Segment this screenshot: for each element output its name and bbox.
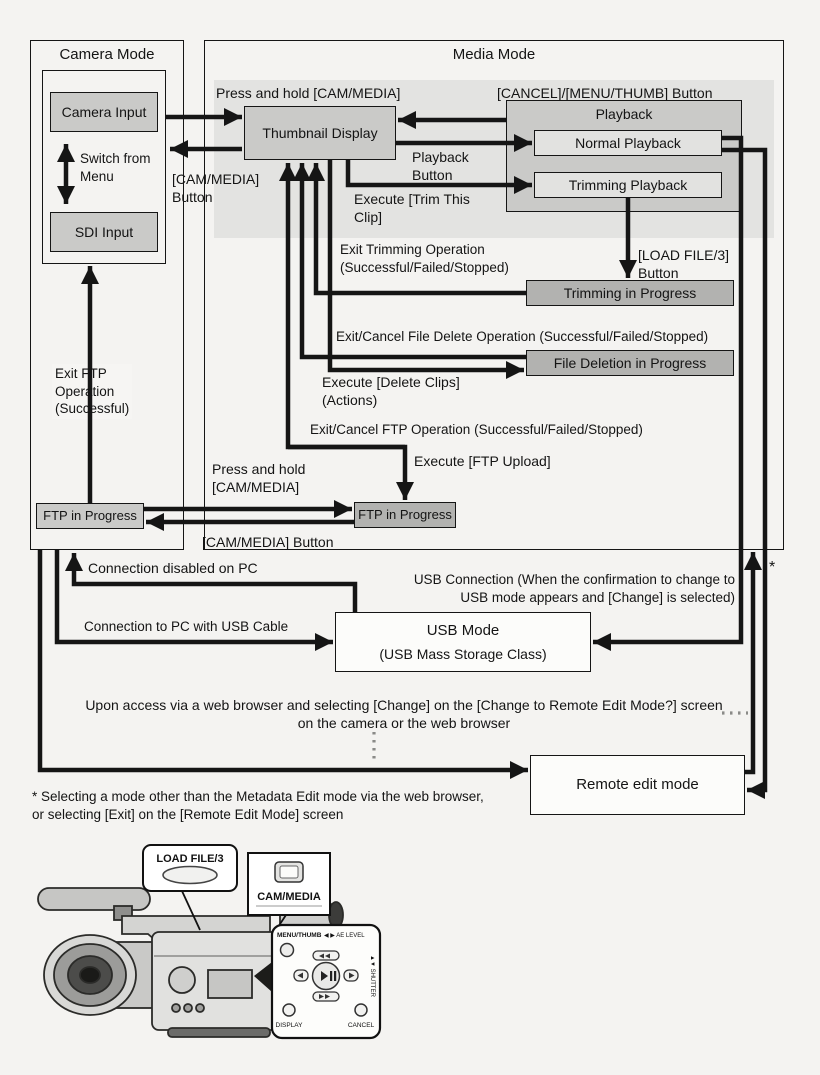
execute-trim-label: Execute [Trim This Clip] bbox=[354, 191, 470, 226]
cam-media-button-left-label: [CAM/MEDIA] Button bbox=[172, 171, 260, 206]
cam-media-button-icon bbox=[274, 861, 304, 883]
remote-edit-mode-node: Remote edit mode bbox=[530, 755, 745, 815]
skip-forward-button-icon bbox=[312, 991, 340, 1002]
camera-mode-inner-box bbox=[42, 70, 166, 264]
load-file-button-label: [LOAD FILE/3] Button bbox=[638, 247, 730, 282]
press-and-hold-top-label: Press and hold [CAM/MEDIA] bbox=[216, 85, 401, 101]
load-file-callout: LOAD FILE/3 bbox=[142, 844, 238, 931]
load-file-button-icon bbox=[162, 865, 218, 885]
camera-illustration: LOAD FILE/3 CAM/MEDIA MENU/THUMB ◀ ▶ AE … bbox=[37, 844, 382, 1040]
normal-playback-node: Normal Playback bbox=[534, 130, 722, 156]
display-button-icon bbox=[282, 1003, 296, 1017]
cam-media-label: CAM/MEDIA bbox=[257, 891, 321, 903]
camera-mode-box bbox=[30, 40, 184, 550]
ae-level-label: ◀ ▶ AE LEVEL bbox=[324, 933, 365, 939]
cancel-button-icon bbox=[354, 1003, 368, 1017]
cam-media-button-bottom-label: [CAM/MEDIA] Button bbox=[202, 534, 334, 550]
press-and-hold-bottom-label: Press and hold [CAM/MEDIA] bbox=[212, 461, 306, 496]
playback-button-label: Playback Button bbox=[412, 149, 469, 184]
footnote: * Selecting a mode other than the Metada… bbox=[32, 789, 484, 822]
menu-thumb-button-icon bbox=[279, 942, 295, 958]
media-mode-box bbox=[204, 40, 784, 550]
cam-media-callout: CAM/MEDIA bbox=[247, 852, 331, 934]
playback-group-title: Playback bbox=[595, 106, 653, 122]
execute-delete-label: Execute [Delete Clips] (Actions) bbox=[322, 374, 460, 409]
usb-mode-node: USB Mode (USB Mass Storage Class) bbox=[335, 612, 591, 672]
exit-trimming-label: Exit Trimming Operation (Successful/Fail… bbox=[340, 242, 509, 275]
display-label: DISPLAY bbox=[276, 1022, 304, 1029]
asterisk-marker: * bbox=[769, 559, 776, 576]
camera-mode-title: Camera Mode bbox=[59, 46, 155, 63]
ftp-in-progress-media-node: FTP in Progress bbox=[354, 502, 456, 528]
usb-mode-subtitle: (USB Mass Storage Class) bbox=[379, 645, 547, 662]
load-file-label: LOAD FILE/3 bbox=[156, 853, 223, 865]
web-browser-note: Upon access via a web browser and select… bbox=[85, 697, 723, 732]
camera-input-node: Camera Input bbox=[50, 92, 158, 132]
thumbnail-display-node: Thumbnail Display bbox=[244, 106, 396, 160]
file-deletion-in-progress-node: File Deletion in Progress bbox=[526, 350, 734, 376]
execute-ftp-label: Execute [FTP Upload] bbox=[414, 453, 551, 469]
usb-mode-title: USB Mode bbox=[426, 622, 500, 640]
rewind-button-icon bbox=[293, 969, 309, 982]
exit-ftp-operation-label: Exit FTP Operation (Successful) bbox=[52, 364, 133, 419]
switch-from-menu-label: Switch from Menu bbox=[80, 151, 151, 184]
sdi-input-node: SDI Input bbox=[50, 212, 158, 252]
arrow-remote-edit-return bbox=[744, 552, 762, 775]
trimming-playback-node: Trimming Playback bbox=[534, 172, 722, 198]
shutter-label: ▲▼ SHUTTER bbox=[369, 955, 375, 998]
skip-back-button-icon bbox=[312, 950, 340, 961]
media-mode-title: Media Mode bbox=[452, 46, 536, 63]
exit-cancel-delete-label: Exit/Cancel File Delete Operation (Succe… bbox=[336, 329, 709, 344]
control-panel-callout: MENU/THUMB ◀ ▶ AE LEVEL ▲▼ SHUTTER DISPL… bbox=[270, 923, 382, 1040]
connection-to-pc-label: Connection to PC with USB Cable bbox=[84, 619, 289, 634]
cancel-menu-thumb-label: [CANCEL]/[MENU/THUMB] Button bbox=[497, 85, 713, 101]
trimming-in-progress-node: Trimming in Progress bbox=[526, 280, 734, 306]
play-pause-button-icon bbox=[311, 961, 341, 991]
camcorder-drawing bbox=[37, 887, 344, 1038]
exit-cancel-ftp-label: Exit/Cancel FTP Operation (Successful/Fa… bbox=[310, 422, 643, 437]
forward-button-icon bbox=[343, 969, 359, 982]
cancel-label: CANCEL bbox=[348, 1022, 375, 1029]
connection-disabled-label: Connection disabled on PC bbox=[88, 560, 258, 576]
usb-connection-note: USB Connection (When the confirmation to… bbox=[413, 572, 735, 605]
menu-thumb-label: MENU/THUMB bbox=[277, 932, 322, 939]
ftp-in-progress-camera-node: FTP in Progress bbox=[36, 503, 144, 529]
